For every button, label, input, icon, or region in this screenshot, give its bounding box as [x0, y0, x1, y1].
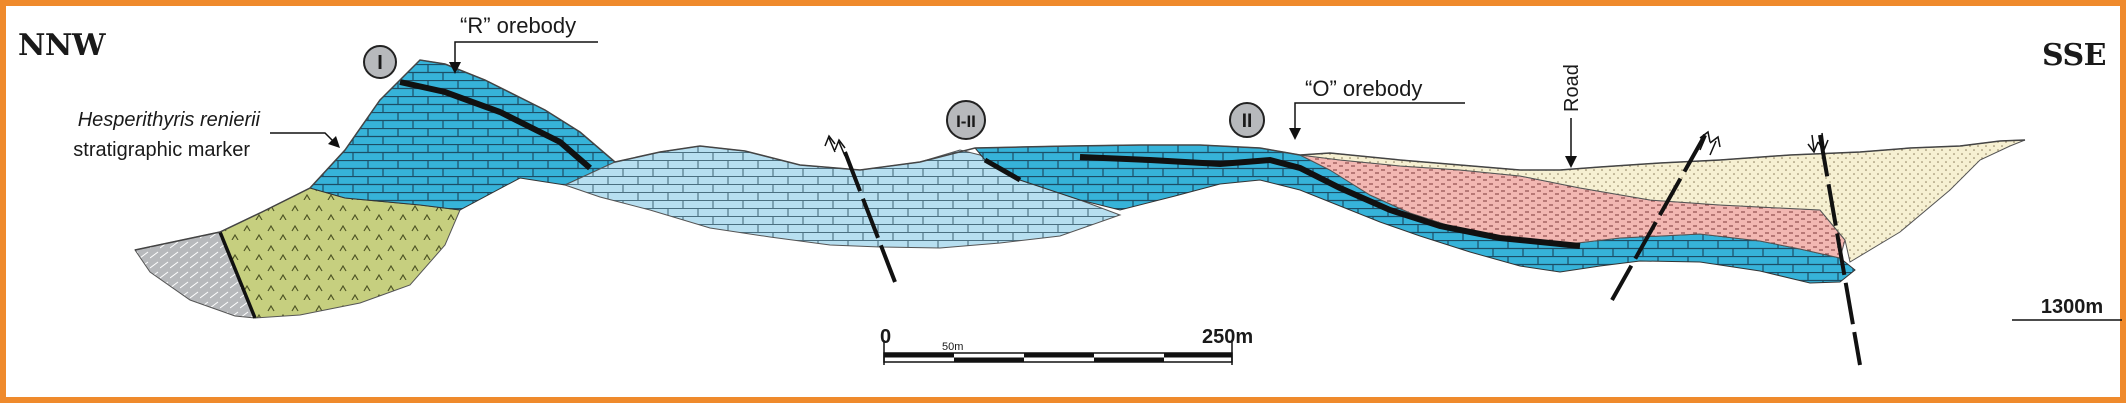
fault-line-2	[1610, 134, 1707, 301]
fault-movement-arrow-icon	[824, 134, 846, 157]
pointer-arrowhead	[449, 62, 461, 74]
svg-text:I: I	[377, 52, 383, 74]
topographic-surface	[134, 59, 2026, 251]
fault-line-1	[843, 151, 897, 283]
scale-mid-label: 50m	[942, 341, 963, 353]
svg-text:I-II: I-II	[956, 112, 976, 131]
fault-line-3	[1818, 134, 1862, 366]
fault-movement-arrow-icon	[1699, 130, 1721, 156]
scale-start-label: 0	[880, 326, 891, 348]
o-orebody-label: “O” orebody	[1305, 76, 1422, 101]
road-label: Road	[1561, 64, 1583, 112]
svg-text:II: II	[1242, 111, 1253, 132]
elevation-label: 1300m	[2041, 296, 2103, 318]
marker-i-ii: I-II	[946, 100, 986, 140]
r-orebody-label: “R” orebody	[460, 13, 576, 38]
pointer-arrowhead	[328, 136, 340, 148]
marker-i: I	[363, 45, 397, 79]
direction-nnw: NNW	[18, 28, 106, 63]
pointer-arrow-icon	[454, 41, 598, 68]
i-ii-orebody-lens	[983, 157, 1022, 183]
fault-movement-arrow-icon	[1807, 132, 1829, 154]
pointer-arrowhead	[1565, 156, 1577, 168]
marker-desc-label: stratigraphic marker	[73, 139, 250, 161]
direction-sse: SSE	[2041, 38, 2107, 73]
marker-species-label: Hesperithyris renierii	[78, 109, 261, 131]
r-orebody-layer	[399, 79, 592, 171]
scale-end-label: 250m	[1202, 326, 1253, 348]
marker-ii: II	[1229, 102, 1265, 138]
pointer-arrow-icon	[1294, 102, 1465, 133]
pointer-arrow-icon	[270, 132, 336, 144]
pointer-arrowhead	[1289, 128, 1301, 140]
shale-unit	[219, 187, 461, 319]
o-orebody-layer	[1079, 154, 1581, 249]
scale-bar: 0 50m 250m	[880, 326, 1253, 365]
basement-contact-fault	[218, 231, 257, 319]
